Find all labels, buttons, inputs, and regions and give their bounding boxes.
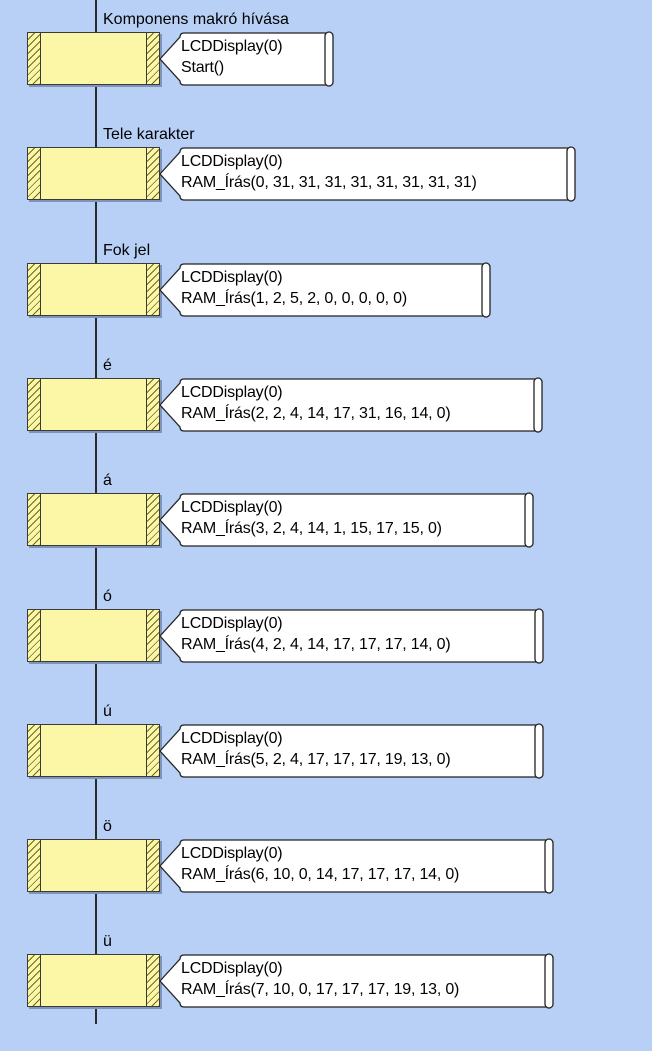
callout-shape <box>159 146 576 202</box>
comment-line-call: RAM_Írás(5, 2, 4, 17, 17, 17, 19, 13, 0) <box>181 750 451 768</box>
macro-comment-callout[interactable]: LCDDisplay(0) RAM_Írás(5, 2, 4, 17, 17, 1… <box>159 723 546 779</box>
comment-line-component: LCDDisplay(0) <box>181 614 283 632</box>
macro-comment-callout[interactable]: LCDDisplay(0) RAM_Írás(6, 10, 0, 14, 17, … <box>159 838 556 894</box>
block-hatch-left <box>28 378 41 430</box>
step-label: Fok jel <box>103 241 151 259</box>
macro-comment-callout[interactable]: LCDDisplay(0) RAM_Írás(1, 2, 5, 2, 0, 0, … <box>159 261 493 318</box>
block-hatch-left <box>28 955 41 1007</box>
comment-line-component: LCDDisplay(0) <box>181 729 283 747</box>
block-hatch-left <box>28 263 41 315</box>
step-label: ü <box>103 933 112 951</box>
block-hatch-left <box>28 840 41 892</box>
block-hatch-right <box>146 33 159 84</box>
comment-text: LCDDisplay(0) RAM_Írás(0, 31, 31, 31, 31,… <box>181 151 477 193</box>
block-hatch-left <box>28 724 41 776</box>
comment-line-component: LCDDisplay(0) <box>181 38 283 55</box>
comment-line-call: RAM_Írás(2, 2, 4, 14, 17, 31, 16, 14, 0) <box>181 404 451 422</box>
comment-text: LCDDisplay(0) RAM_Írás(5, 2, 4, 17, 17, 1… <box>181 728 451 770</box>
component-macro-block[interactable] <box>27 608 160 662</box>
comment-text: LCDDisplay(0) RAM_Írás(6, 10, 0, 14, 17, … <box>181 843 459 885</box>
comment-line-component: LCDDisplay(0) <box>181 153 283 171</box>
component-macro-block[interactable] <box>27 262 160 316</box>
component-macro-block[interactable] <box>27 377 160 431</box>
callout-shape <box>159 953 554 1010</box>
comment-line-component: LCDDisplay(0) <box>181 383 283 401</box>
step-label: ú <box>103 702 112 720</box>
comment-text: LCDDisplay(0) RAM_Írás(3, 2, 4, 14, 1, 15… <box>181 497 442 539</box>
comment-text: LCDDisplay(0) Start() <box>181 36 283 78</box>
step-label: ö <box>103 818 112 836</box>
comment-line-call: RAM_Írás(7, 10, 0, 17, 17, 17, 19, 13, 0… <box>181 981 460 999</box>
component-macro-block[interactable] <box>27 954 160 1008</box>
block-hatch-right <box>146 494 159 546</box>
comment-line-call: RAM_Írás(4, 2, 4, 14, 17, 17, 17, 14, 0) <box>181 635 451 653</box>
callout-shape <box>159 31 334 87</box>
component-macro-block[interactable] <box>27 32 160 85</box>
comment-line-call: RAM_Írás(0, 31, 31, 31, 31, 31, 31, 31, … <box>181 174 477 192</box>
comment-line-component: LCDDisplay(0) <box>181 960 283 978</box>
callout-shape <box>159 261 491 318</box>
component-macro-block[interactable] <box>27 493 160 547</box>
component-macro-block[interactable] <box>27 839 160 893</box>
comment-text: LCDDisplay(0) RAM_Írás(7, 10, 0, 17, 17, … <box>181 958 459 1000</box>
macro-comment-callout[interactable]: LCDDisplay(0) RAM_Írás(4, 2, 4, 14, 17, 1… <box>159 607 546 664</box>
comment-line-call: RAM_Írás(1, 2, 5, 2, 0, 0, 0, 0, 0) <box>181 289 407 307</box>
step-label: Komponens makró hívása <box>103 11 289 28</box>
block-hatch-right <box>146 724 159 776</box>
comment-line-component: LCDDisplay(0) <box>181 499 283 517</box>
block-hatch-right <box>146 609 159 661</box>
block-hatch-left <box>28 494 41 546</box>
block-hatch-right <box>146 263 159 315</box>
callout-shape <box>159 723 544 779</box>
block-hatch-right <box>146 840 159 892</box>
comment-line-call: RAM_Írás(3, 2, 4, 14, 1, 15, 17, 15, 0) <box>181 520 442 538</box>
block-hatch-right <box>146 378 159 430</box>
step-label: á <box>103 472 112 490</box>
callout-shape <box>159 838 554 894</box>
component-macro-block[interactable] <box>27 147 160 201</box>
comment-text: LCDDisplay(0) RAM_Írás(2, 2, 4, 14, 17, 3… <box>181 382 451 424</box>
block-hatch-left <box>28 33 41 84</box>
callout-shape <box>159 607 544 664</box>
comment-text: LCDDisplay(0) RAM_Írás(4, 2, 4, 14, 17, 1… <box>181 613 451 655</box>
comment-text: LCDDisplay(0) RAM_Írás(1, 2, 5, 2, 0, 0, … <box>181 267 407 309</box>
block-hatch-right <box>146 148 159 200</box>
block-hatch-left <box>28 148 41 200</box>
callout-shape <box>159 377 543 433</box>
comment-line-call: RAM_Írás(6, 10, 0, 14, 17, 17, 17, 14, 0… <box>181 866 460 884</box>
macro-comment-callout[interactable]: LCDDisplay(0) RAM_Írás(7, 10, 0, 17, 17, … <box>159 953 556 1010</box>
step-label: ó <box>103 587 112 605</box>
comment-line-component: LCDDisplay(0) <box>181 268 283 286</box>
macro-comment-callout[interactable]: LCDDisplay(0) RAM_Írás(2, 2, 4, 14, 17, 3… <box>159 377 545 433</box>
component-macro-block[interactable] <box>27 723 160 777</box>
comment-line-call: Start() <box>181 59 225 76</box>
comment-line-component: LCDDisplay(0) <box>181 845 283 863</box>
macro-comment-callout[interactable]: LCDDisplay(0) RAM_Írás(3, 2, 4, 14, 1, 15… <box>159 492 536 548</box>
macro-comment-callout[interactable]: LCDDisplay(0) Start() <box>159 31 336 87</box>
block-hatch-right <box>146 955 159 1007</box>
macro-comment-callout[interactable]: LCDDisplay(0) RAM_Írás(0, 31, 31, 31, 31,… <box>159 146 578 202</box>
step-label: é <box>103 356 112 374</box>
step-label: Tele karakter <box>103 126 195 144</box>
callout-shape <box>159 492 534 548</box>
block-hatch-left <box>28 609 41 661</box>
